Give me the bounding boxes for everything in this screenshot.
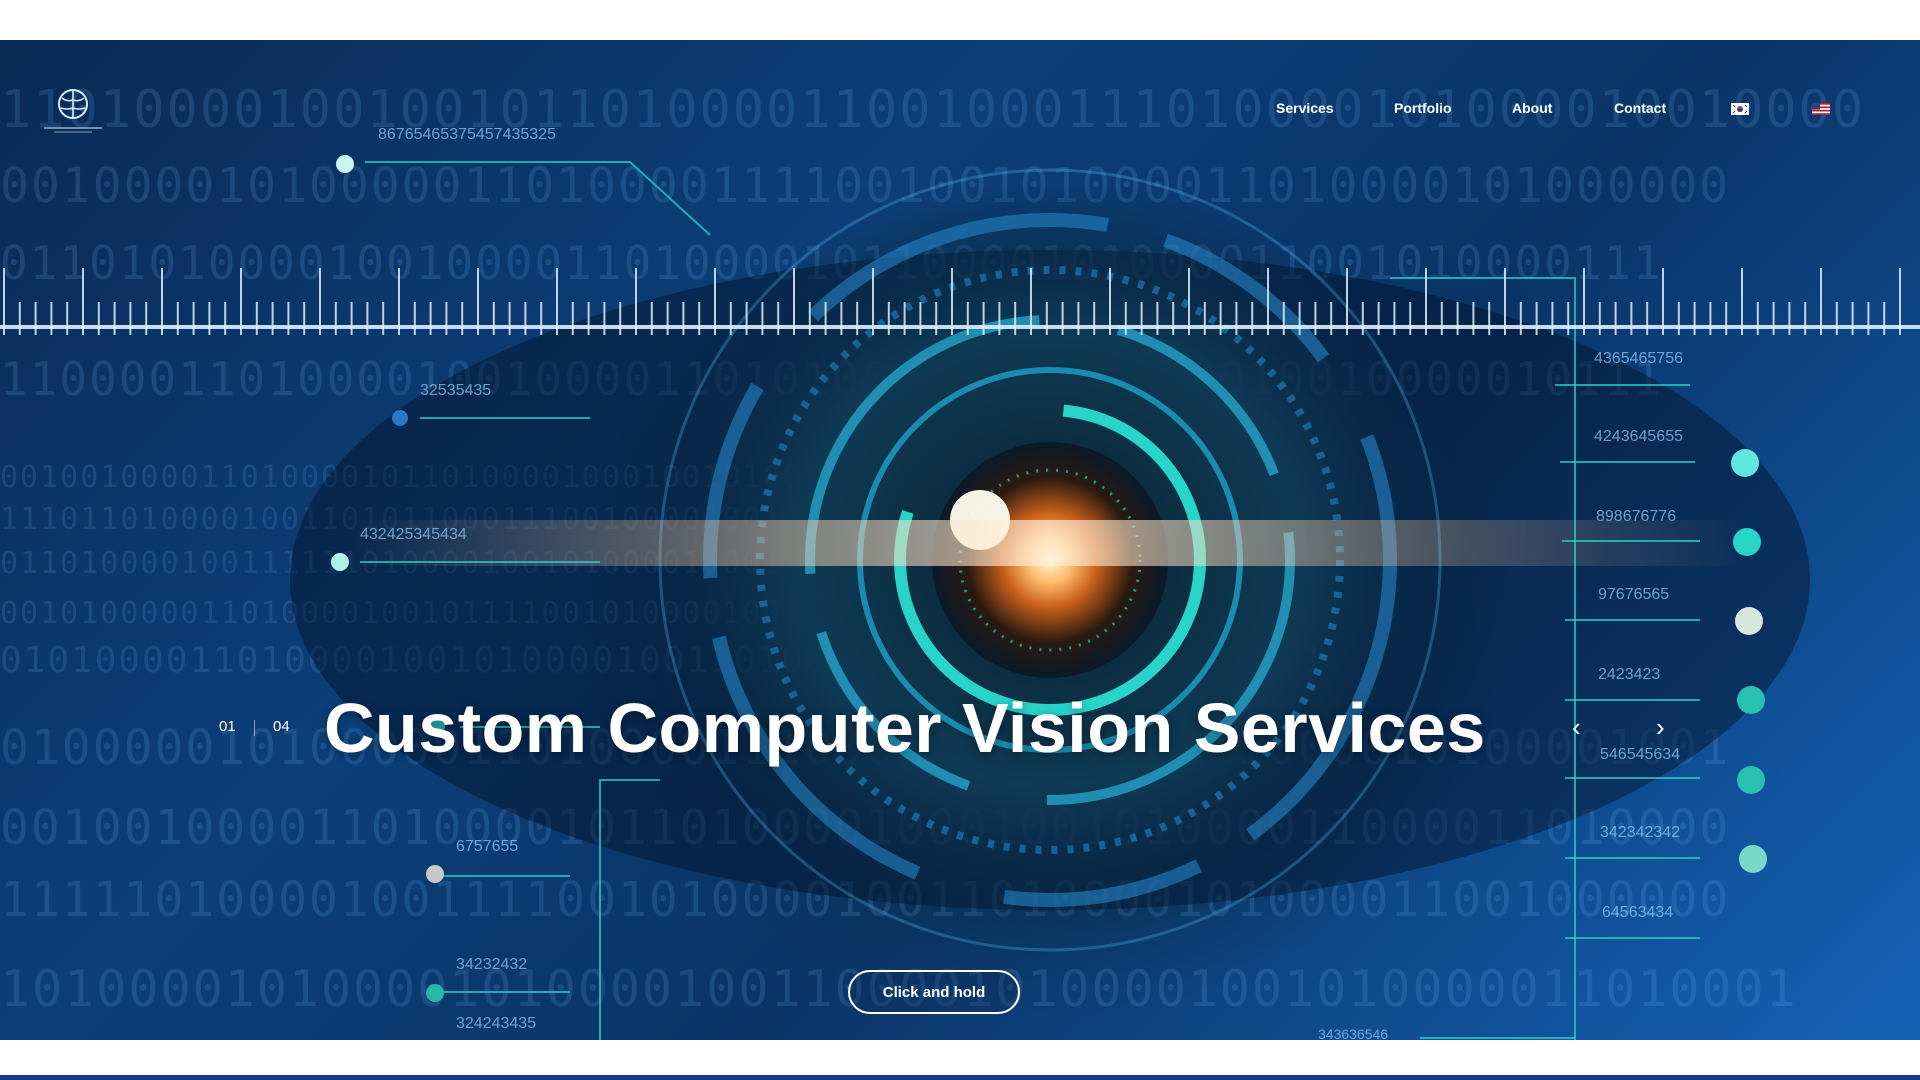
chevron-right-icon[interactable]: ›	[1656, 712, 1665, 742]
decor-number: 898676776	[1596, 508, 1677, 525]
slide-counter-divider	[254, 720, 255, 736]
slide-total: 04	[273, 718, 290, 735]
decor-number: 343636546	[1318, 1026, 1389, 1040]
us-flag-icon[interactable]	[1812, 103, 1830, 115]
nav-about[interactable]: About	[1512, 100, 1553, 116]
decor-number: 32535435	[420, 382, 492, 399]
decor-number: 342342342	[1600, 824, 1681, 841]
nav-portfolio[interactable]: Portfolio	[1394, 100, 1452, 116]
binary-text-row: 1010000101000010100001001100001010000100…	[0, 960, 1798, 1018]
binary-text-row: 0010000101000001101000011110010010100001…	[0, 158, 1731, 214]
decor-number: 34232432	[456, 956, 528, 973]
decor-number: 4243645655	[1594, 428, 1683, 445]
decor-number: 86765465375457435325	[378, 126, 556, 143]
slide-current: 01	[219, 718, 236, 735]
decor-number: 2423423	[1598, 666, 1661, 683]
decor-number: 6757655	[456, 838, 519, 855]
hero-title: Custom Computer Vision Services	[324, 689, 1486, 767]
nav-services[interactable]: Services	[1276, 100, 1334, 116]
measurement-ruler	[0, 268, 1920, 335]
decor-number: 97676565	[1598, 586, 1670, 603]
nav-contact[interactable]: Contact	[1614, 100, 1667, 116]
decor-number: 432425345434	[360, 526, 467, 543]
eye-graphic	[290, 155, 1810, 1040]
decor-number: 64563434	[1602, 904, 1674, 921]
korea-flag-icon[interactable]	[1731, 103, 1749, 115]
chevron-left-icon[interactable]: ‹	[1572, 712, 1581, 742]
binary-text-row: 1101000010010010110100001100100011101000…	[0, 80, 1866, 140]
decor-number: 546545634	[1600, 746, 1681, 763]
decor-number: 324243435	[456, 1015, 537, 1032]
hero-banner: 1101000010010010110100001100100011101000…	[0, 40, 1920, 1040]
decor-number: 4365465756	[1594, 350, 1683, 367]
click-and-hold-button[interactable]: Click and hold	[848, 970, 1020, 1014]
brain-logo-icon[interactable]	[40, 84, 106, 136]
bottom-accent-bar	[0, 1075, 1920, 1080]
